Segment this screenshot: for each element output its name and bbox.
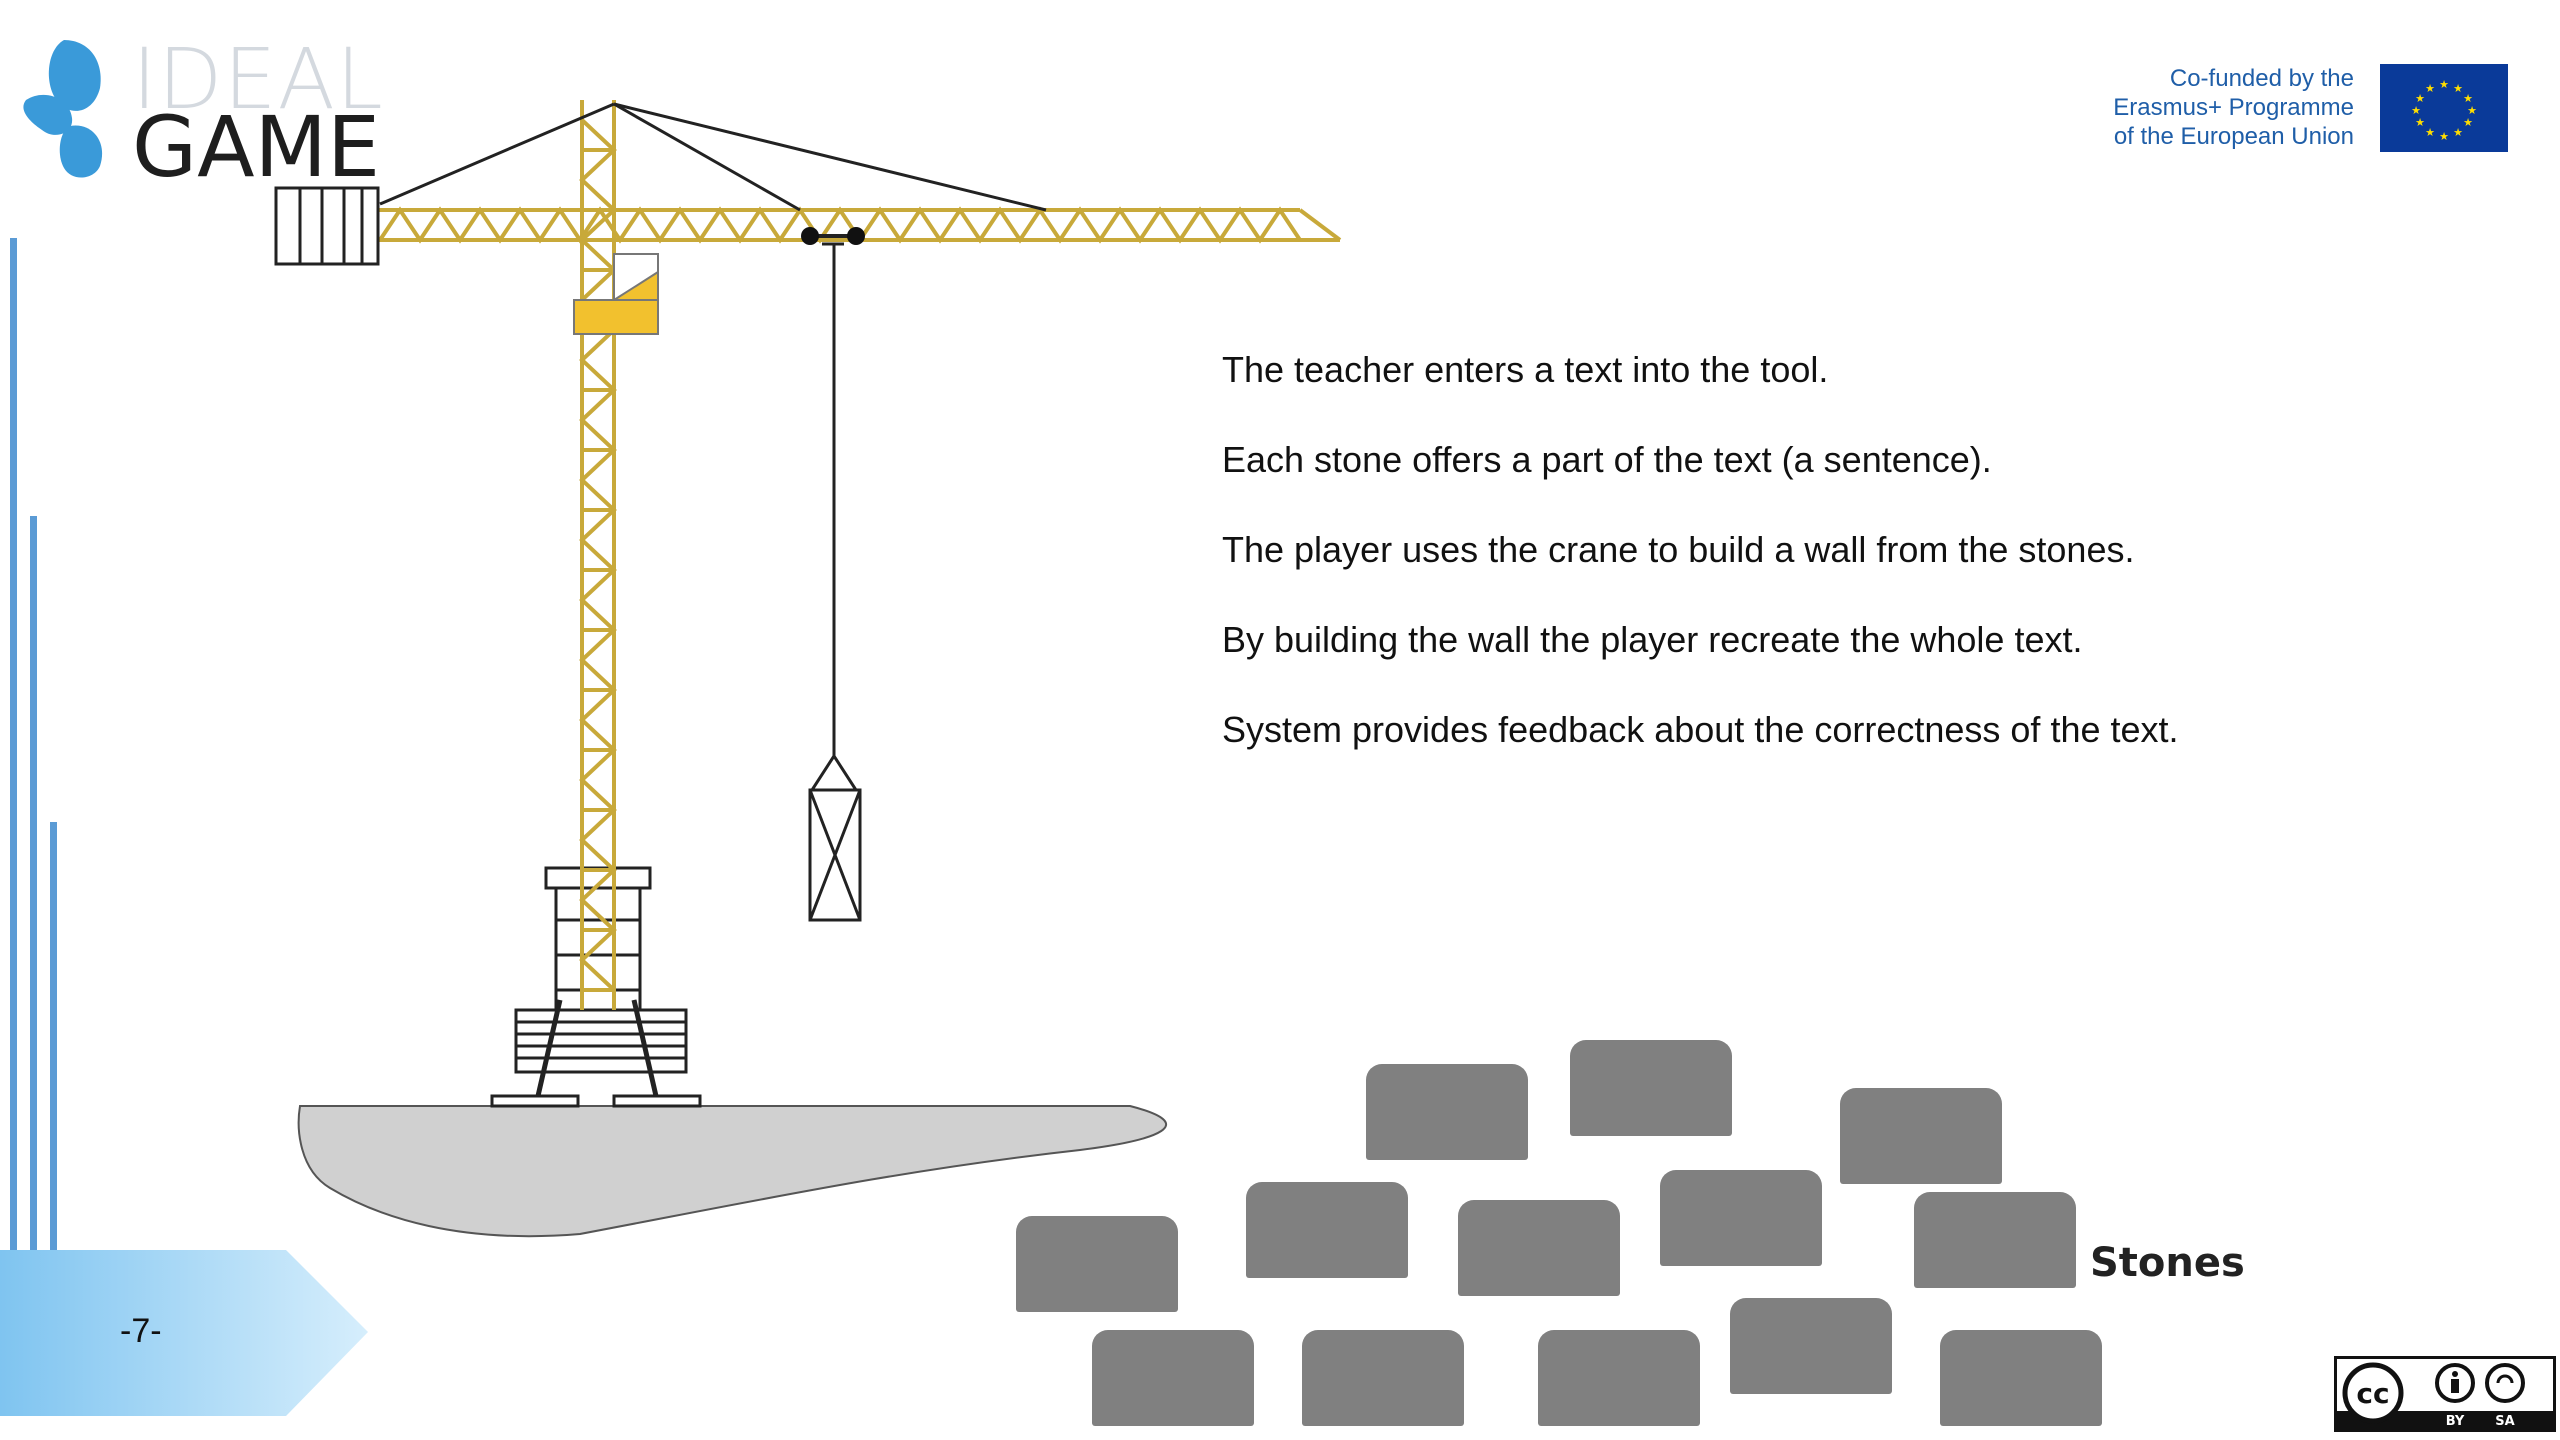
eu-funding-line: of the European Union <box>2113 123 2354 150</box>
accent-bar-3 <box>50 822 57 1250</box>
cc-license-badge: cc BY SA <box>2334 1356 2556 1432</box>
logo-game-text: GAME <box>132 98 381 196</box>
eu-funding-line: Co-funded by the <box>2169 65 2354 92</box>
svg-text:★: ★ <box>2425 82 2435 95</box>
stone <box>1538 1330 1700 1426</box>
logo-ideal-text: IDEAL <box>132 30 384 128</box>
cc-icon <box>2342 1362 2404 1424</box>
stone <box>1660 1170 1822 1266</box>
cc-badge-text: cc <box>2356 1377 2389 1410</box>
svg-text:★: ★ <box>2453 82 2463 95</box>
crane-illustration <box>274 100 1342 1238</box>
svg-text:★: ★ <box>2411 104 2421 117</box>
stone <box>1840 1088 2002 1184</box>
crane-foot-left <box>490 1094 580 1108</box>
svg-text:★: ★ <box>2425 126 2435 139</box>
crane-load <box>808 753 862 922</box>
page-number-tab: -7- <box>0 1250 370 1416</box>
description-line: By building the wall the player recreate… <box>1222 619 2083 660</box>
stone <box>1302 1330 1464 1426</box>
eu-funding-badge: Co-funded by the Erasmus+ Programme of t… <box>1960 48 2520 178</box>
svg-text:★: ★ <box>2453 126 2463 139</box>
eu-funding-line: Erasmus+ Programme <box>2113 94 2354 121</box>
eu-funding-text: Co-funded by the Erasmus+ Programme of t… <box>2113 64 2354 151</box>
accent-bar-2 <box>30 516 37 1250</box>
description-line: Each stone offers a part of the text (a … <box>1222 439 1992 480</box>
license-by-label: BY <box>2446 1414 2465 1429</box>
stone <box>1246 1182 1408 1278</box>
eu-flag-icon: ★★★ ★★★ ★★★ ★★★ <box>2380 64 2508 152</box>
crane-ballast <box>514 1008 688 1074</box>
logo-drops-icon <box>23 40 103 178</box>
accent-bar-1 <box>10 238 17 1250</box>
crane-trolley <box>801 227 865 246</box>
crane-jib <box>376 206 1342 244</box>
crane-counterweight <box>274 186 380 266</box>
description-line: System provides feedback about the corre… <box>1222 709 2179 750</box>
svg-text:★: ★ <box>2439 78 2449 91</box>
stone <box>1458 1200 1620 1296</box>
svg-text:★: ★ <box>2467 104 2477 117</box>
crane-foot-right <box>612 1094 702 1108</box>
stone <box>1940 1330 2102 1426</box>
license-sa-label: SA <box>2495 1414 2514 1429</box>
ideal-game-logo: IDEAL GAME <box>20 30 383 196</box>
svg-text:★: ★ <box>2415 116 2425 129</box>
stone <box>1570 1040 1732 1136</box>
crane-cab <box>573 253 659 335</box>
stone <box>1730 1298 1892 1394</box>
crane-mast <box>579 100 617 1010</box>
stone <box>1914 1192 2076 1288</box>
stone <box>1016 1216 1178 1312</box>
stones-label: Stones <box>2090 1240 2245 1286</box>
stone <box>1092 1330 1254 1426</box>
stones-pile <box>1016 1030 2120 1440</box>
stone <box>1366 1064 1528 1160</box>
svg-text:★: ★ <box>2415 92 2425 105</box>
svg-text:★: ★ <box>2463 116 2473 129</box>
ground-shape <box>297 1105 1168 1238</box>
sa-icon <box>2485 1363 2525 1403</box>
description-line: The teacher enters a text into the tool. <box>1222 349 1829 390</box>
crane-pedestal <box>544 866 652 1010</box>
svg-text:★: ★ <box>2463 92 2473 105</box>
svg-text:★: ★ <box>2439 130 2449 143</box>
page-number: -7- <box>120 1312 162 1350</box>
description-text: The teacher enters a text into the tool.… <box>1222 348 2322 798</box>
description-line: The player uses the crane to build a wal… <box>1222 529 2135 570</box>
